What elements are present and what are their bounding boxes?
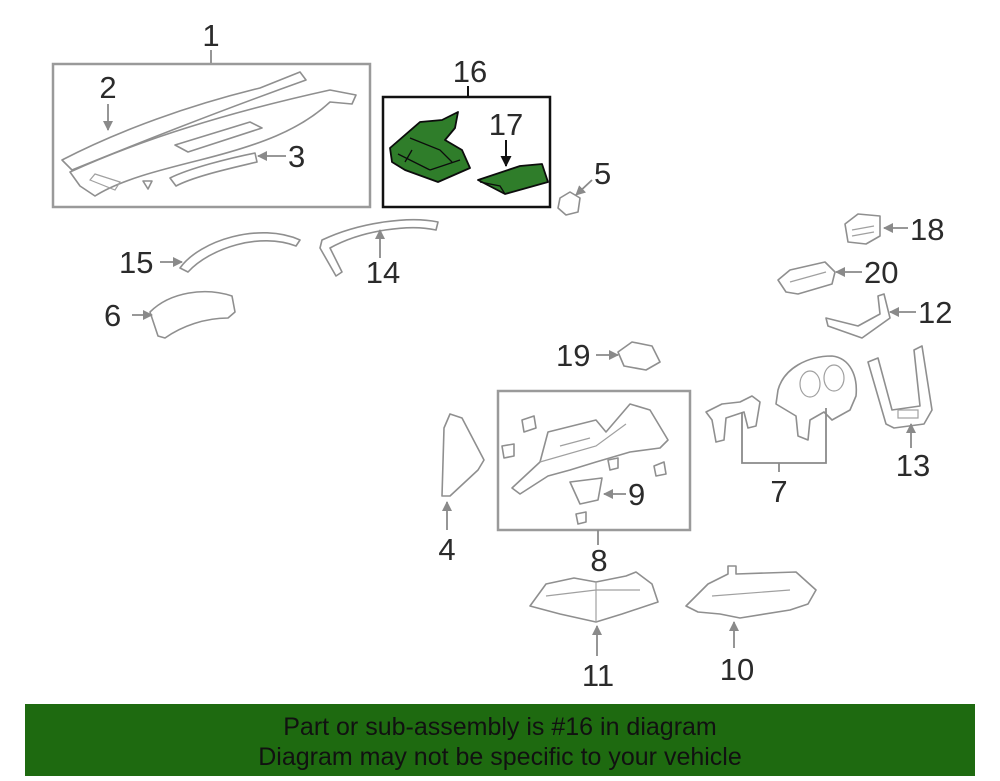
part-8-clip-d (653, 461, 667, 477)
part-1-clip (142, 180, 153, 190)
part-7-bracket (705, 395, 761, 443)
callout-18[interactable]: 18 (910, 212, 944, 247)
part-19-vent (617, 341, 661, 371)
part-7-gauge-right (823, 364, 845, 392)
callout-13[interactable]: 13 (896, 448, 930, 483)
part-group-1: 1 2 3 (51, 18, 372, 209)
notice-line-1: Part or sub-assembly is #16 in diagram (283, 713, 717, 741)
part-group-19: 19 (556, 338, 661, 373)
part-1-inner-strip (174, 121, 263, 153)
callout-5[interactable]: 5 (594, 156, 611, 191)
part-group-4: 4 (438, 413, 485, 567)
part-10-cover-detail (711, 589, 791, 597)
part-13-center-bezel (867, 345, 933, 429)
part-group-8: 9 8 (496, 389, 692, 578)
part-5-cap (557, 191, 581, 216)
leader-5 (575, 179, 593, 196)
part-18-vent-louvers (851, 225, 875, 237)
part-group-6: 6 (104, 290, 236, 339)
callout-4[interactable]: 4 (438, 532, 455, 567)
part-group-14: 14 (319, 218, 439, 290)
part-16-duct (389, 111, 471, 183)
part-20-vent-detail (789, 271, 827, 283)
part-10-lower-cover (685, 565, 817, 619)
part-4-end-cap (441, 413, 485, 497)
part-1-vent-slot (89, 173, 121, 191)
part-group-20: 20 (777, 255, 898, 295)
part-6-cover (149, 290, 236, 339)
callout-15[interactable]: 15 (119, 245, 153, 280)
part-group-16: 16 17 (381, 54, 552, 209)
part-17-pad-edge (479, 181, 506, 195)
part-group-12: 12 (825, 293, 952, 339)
part-group-7: 7 (705, 355, 858, 509)
notice-line-2: Diagram may not be specific to your vehi… (258, 743, 742, 771)
group-1-box (51, 62, 372, 209)
part-8-clip-b (501, 443, 515, 459)
part-18-vent (844, 213, 881, 245)
part-8-clip-c (607, 457, 619, 471)
part-9-duct (569, 477, 603, 505)
part-group-18: 18 (844, 212, 944, 247)
callout-11[interactable]: 11 (582, 658, 614, 693)
part-12-bezel (825, 293, 891, 339)
callout-20[interactable]: 20 (864, 255, 898, 290)
part-11-lower-cover (529, 571, 659, 623)
part-16-duct-detail (397, 137, 461, 171)
callout-3[interactable]: 3 (288, 139, 305, 174)
part-8-lower-panel (511, 403, 669, 495)
callout-7[interactable]: 7 (770, 474, 787, 509)
part-8-panel-detail (539, 423, 627, 463)
callout-17[interactable]: 17 (489, 107, 523, 142)
part-14-arc (319, 218, 439, 277)
part-8-clip-a (521, 415, 537, 433)
part-group-5: 5 (557, 156, 611, 216)
part-group-15: 15 (119, 232, 301, 280)
callout-6[interactable]: 6 (104, 298, 121, 333)
group-8-box (496, 389, 692, 532)
part-group-11: 11 (529, 571, 659, 693)
group-16-box (381, 95, 552, 209)
callout-8[interactable]: 8 (590, 543, 607, 578)
part-2-strip (61, 71, 307, 171)
callout-1[interactable]: 1 (202, 18, 219, 53)
part-group-10: 10 (685, 565, 817, 687)
callout-12[interactable]: 12 (918, 295, 952, 330)
part-15-arc (179, 232, 301, 273)
part-7-gauge-left (799, 370, 821, 398)
part-7-cluster-housing (775, 355, 858, 441)
part-3-trim (169, 152, 258, 187)
callout-9[interactable]: 9 (628, 477, 645, 512)
callout-2[interactable]: 2 (99, 70, 116, 105)
part-13-switch-panel (897, 409, 919, 419)
callout-14[interactable]: 14 (366, 255, 400, 290)
leader-7-bracket (741, 408, 827, 464)
callout-16[interactable]: 16 (453, 54, 487, 89)
part-11-cover-detail (545, 582, 640, 622)
callout-10[interactable]: 10 (720, 652, 754, 687)
notice-banner: Part or sub-assembly is #16 in diagram D… (25, 704, 975, 776)
part-group-13: 13 (867, 345, 933, 483)
part-9-clip (575, 511, 587, 525)
callout-19[interactable]: 19 (556, 338, 590, 373)
part-17-pad (477, 163, 549, 195)
